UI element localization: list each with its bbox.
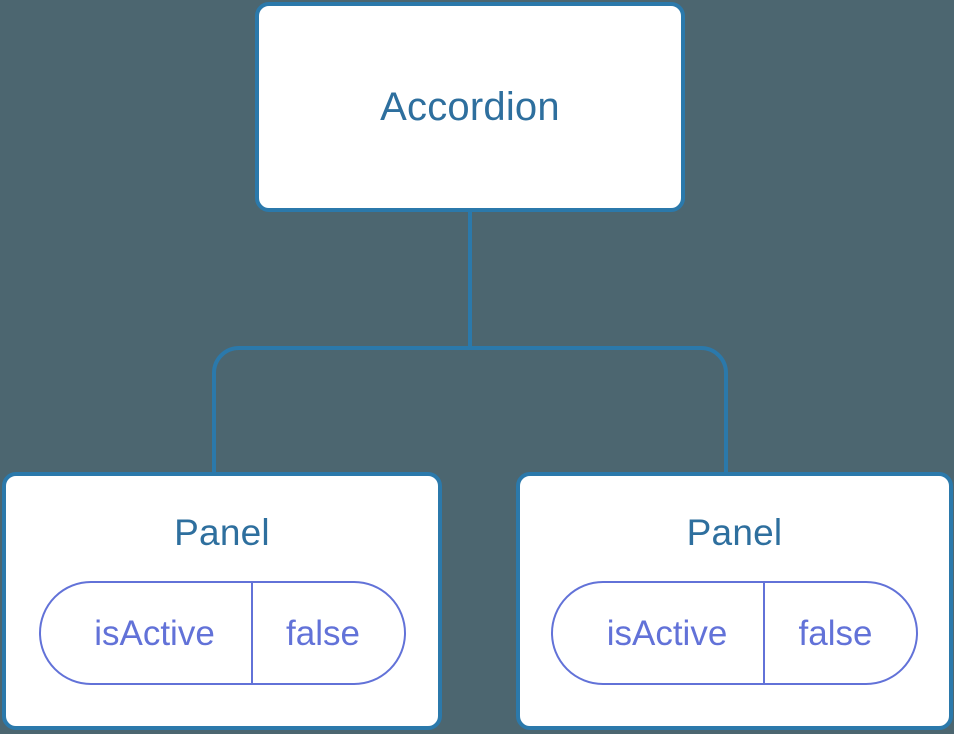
edge-branch-right bbox=[470, 346, 728, 480]
node-panel-1-title: Panel bbox=[174, 512, 270, 553]
state-pill-panel-2[interactable]: isActive false bbox=[551, 581, 918, 685]
node-panel-2-title: Panel bbox=[686, 512, 783, 553]
node-accordion[interactable]: Accordion bbox=[255, 2, 685, 212]
edge-branch-left bbox=[212, 346, 470, 480]
state-pill-panel-1-key: isActive bbox=[41, 583, 253, 683]
node-panel-2[interactable]: Panel isActive false bbox=[516, 472, 953, 730]
node-accordion-title: Accordion bbox=[380, 85, 560, 129]
state-pill-panel-2-key: isActive bbox=[553, 583, 765, 683]
node-panel-1[interactable]: Panel isActive false bbox=[2, 472, 442, 730]
state-pill-panel-1[interactable]: isActive false bbox=[38, 581, 406, 685]
state-pill-panel-1-value: false bbox=[286, 613, 360, 653]
state-pill-panel-2-value: false bbox=[798, 613, 873, 653]
